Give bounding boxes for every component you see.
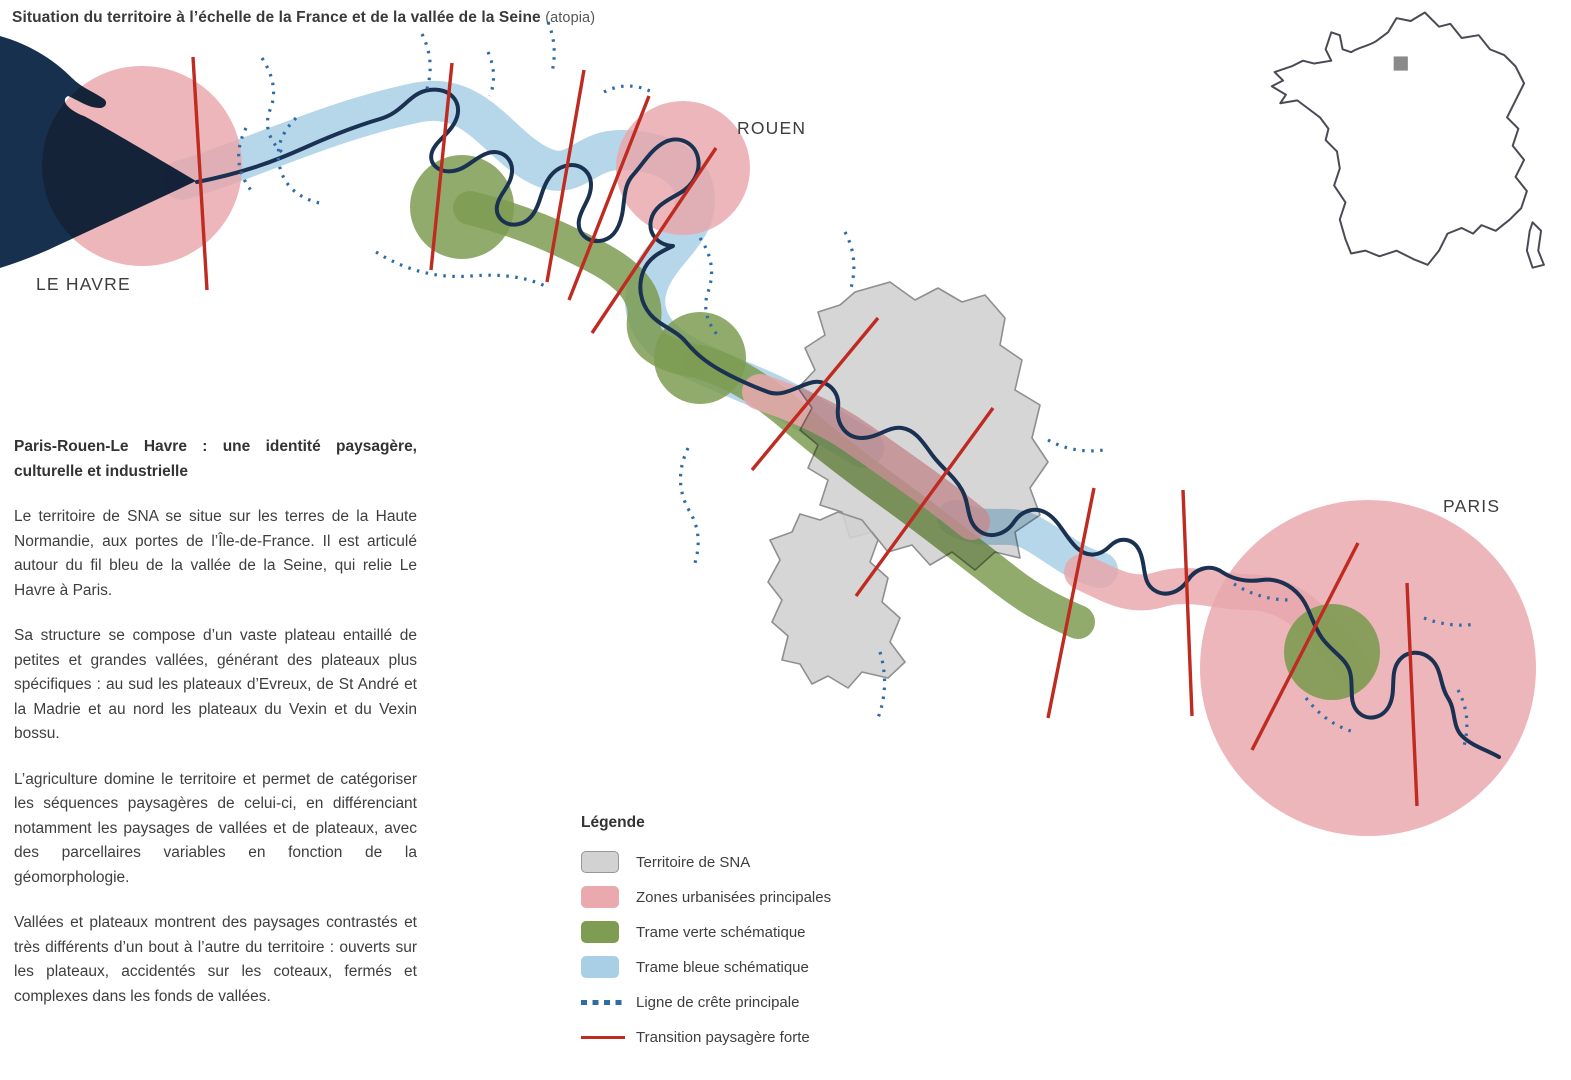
crest-line [260,57,286,156]
transition-line [1181,489,1194,717]
crest-line [546,21,556,73]
page-title-suffix: (atopia) [545,10,596,26]
article-paragraph: Sa structure se compose d’un vaste plate… [14,627,417,742]
transition-line [590,147,718,334]
crest-lines [237,21,1477,747]
corsica-outline [1525,221,1545,269]
green-swatch [581,921,619,943]
red-line-swatch [581,1035,625,1039]
pink-swatch [581,886,619,908]
legend: Légende Territoire de SNA Zones urbanisé… [581,814,911,1061]
legend-item-label: Zones urbanisées principales [636,888,832,906]
legend-item-zones-urbanisees: Zones urbanisées principales [581,886,911,908]
crest-line [603,84,653,94]
crest-line [698,237,722,340]
sna-territory [767,281,1049,689]
article-paragraph: Le territoire de SNA se situe sur les te… [14,508,417,599]
france-inset-map [1263,4,1547,296]
label-le-havre: LE HAVRE [36,274,131,294]
crest-line [1456,689,1469,747]
crest-line [1233,582,1291,602]
legend-item-territoire-sna: Territoire de SNA [581,851,911,873]
label-paris: PARIS [1443,496,1500,516]
transition-line [191,56,209,291]
transition-line [1405,582,1419,807]
urban-zone-rouen [616,101,750,235]
legend-item-label: Territoire de SNA [636,853,751,871]
page-title: Situation du territoire à l’échelle de l… [12,9,595,27]
legend-item-ligne-de-crete: Ligne de crête principale [581,991,911,1013]
sna-territory-shape-south [767,511,906,689]
legend-title: Légende [581,814,645,831]
pink-frame-mid [742,374,990,540]
crest-line [276,116,325,206]
crest-line [843,231,856,289]
transition-line [1046,487,1096,719]
crest-line [486,51,496,97]
crest-line [1047,438,1105,453]
crest-line [420,33,432,93]
transition-line [854,406,995,598]
legend-item-label: Trame verte schématique [636,923,806,941]
article-paragraph: L’agriculture domine le territoire et pe… [14,770,417,886]
legend-item-transition-paysagere: Transition paysagère forte [581,1026,911,1048]
crest-line [1304,697,1355,734]
transition-line [567,95,651,301]
france-outline-svg [1270,11,1545,269]
label-rouen: ROUEN [737,118,806,138]
article: Paris-Rouen-Le Havre : une identité pays… [14,434,417,1030]
territory-marker [1393,56,1408,71]
article-heading: Paris-Rouen-Le Havre : une identité pays… [14,438,417,480]
transition-line [545,69,586,283]
legend-item-label: Ligne de crête principale [636,993,800,1011]
blue-swatch [581,956,619,978]
dotted-line-swatch [581,999,625,1005]
page-title-main: Situation du territoire à l’échelle de l… [12,9,541,26]
transition-line [750,316,880,472]
article-paragraph: Vallées et plateaux montrent des paysage… [14,914,417,1005]
city-labels: LE HAVRE ROUEN PARIS [36,118,1500,516]
transition-lines [191,56,1419,807]
transition-line [1250,542,1360,751]
green-frame-west [453,191,707,377]
crest-line [237,127,256,196]
urban-zone-le-havre [42,66,242,266]
grey-swatch [581,851,619,873]
legend-item-trame-bleue: Trame bleue schématique [581,956,911,978]
seine-river-line [195,87,1501,759]
crest-line [375,250,550,290]
crest-line [678,447,700,567]
france-outline [1270,11,1528,266]
green-node-paris [1284,604,1380,700]
legend-item-label: Trame bleue schématique [636,958,809,976]
legend-item-label: Transition paysagère forte [636,1028,810,1046]
legend-item-trame-verte: Trame verte schématique [581,921,911,943]
transition-line [429,62,454,271]
